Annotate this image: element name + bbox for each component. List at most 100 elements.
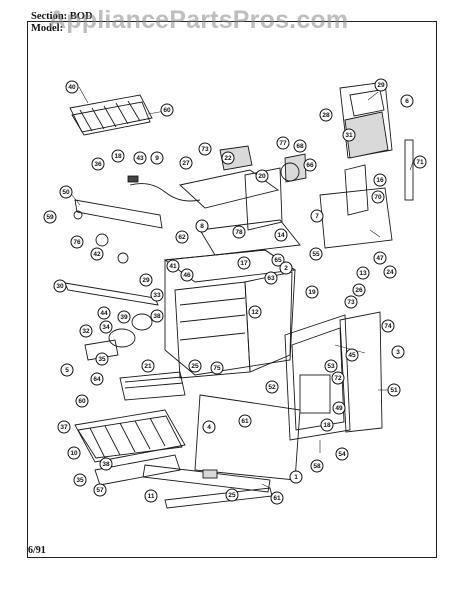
callout-number: 25: [228, 492, 236, 499]
oven-cavity: [163, 219, 301, 379]
callout-bubble: 36: [91, 157, 105, 171]
callout-number: 4: [207, 424, 211, 431]
callout-bubble: 4: [202, 420, 216, 434]
callout-circle: [65, 80, 79, 94]
callout-circle: [270, 491, 284, 505]
callout-number: 22: [224, 155, 232, 162]
callout-circle: [279, 261, 293, 275]
callout-bubble: 58: [310, 459, 324, 473]
callout-circle: [57, 420, 71, 434]
callout-bubble: 25: [188, 359, 202, 373]
callout-circle: [139, 273, 153, 287]
callout-number: 62: [178, 234, 186, 241]
callout-bubble: 61: [270, 491, 284, 505]
callout-number: 14: [277, 232, 285, 239]
callout-number: 70: [374, 194, 382, 201]
callout-bubble: 73: [344, 295, 358, 309]
callout-number: 58: [313, 463, 321, 470]
callout-bubble: 5: [60, 363, 74, 377]
callout-number: 33: [153, 292, 161, 299]
callout-number: 3: [396, 349, 400, 356]
callout-number: 10: [70, 450, 78, 457]
callout-circle: [274, 228, 288, 242]
callout-circle: [150, 309, 164, 323]
callout-number: 43: [136, 155, 144, 162]
model-heading: Model:: [31, 23, 64, 34]
callout-circle: [99, 320, 113, 334]
callout-number: 21: [144, 363, 152, 370]
callout-circle: [225, 488, 239, 502]
callout-bubble: 59: [43, 210, 57, 224]
watermark: AppliancePartsPros.com: [48, 6, 349, 34]
callout-number: 47: [376, 255, 384, 262]
callout-circle: [111, 149, 125, 163]
callout-bubble: 33: [150, 288, 164, 302]
callout-circle: [310, 459, 324, 473]
callout-bubble: 53: [324, 359, 338, 373]
callout-number: 6: [405, 98, 409, 105]
section-heading: Section: BOD: [31, 11, 93, 22]
callout-bubble: 28: [319, 108, 333, 122]
callout-number: 41: [169, 263, 177, 270]
callout-circle: [43, 210, 57, 224]
callout-number: 59: [46, 214, 54, 221]
broil-element-parts: [84, 313, 186, 401]
callout-bubble: 21: [141, 359, 155, 373]
callout-circle: [141, 359, 155, 373]
callout-bubble: 14: [274, 228, 288, 242]
callout-bubble: 54: [335, 447, 349, 461]
callout-circle: [179, 156, 193, 170]
callout-circle: [160, 103, 174, 117]
callout-number: 66: [306, 162, 314, 169]
callout-circle: [383, 265, 397, 279]
callout-bubble: 62: [175, 230, 189, 244]
callout-bubble: 18: [320, 418, 334, 432]
callout-number: 12: [251, 309, 259, 316]
callout-number: 30: [56, 283, 64, 290]
callout-bubble: 70: [371, 190, 385, 204]
callout-circle: [344, 295, 358, 309]
callout-bubble: 7: [310, 209, 324, 223]
callout-circle: [188, 359, 202, 373]
callout-number: 45: [348, 352, 356, 359]
callout-circle: [373, 251, 387, 265]
callout-number: 26: [355, 287, 363, 294]
callout-number: 13: [359, 270, 367, 277]
callout-bubble: 71: [413, 155, 427, 169]
callout-circle: [198, 142, 212, 156]
callout-number: 20: [258, 173, 266, 180]
callout-number: 60: [163, 107, 171, 114]
callout-bubble: 61: [238, 414, 252, 428]
callout-bubble: 35: [73, 473, 87, 487]
callout-bubble: 65: [271, 253, 285, 267]
callout-circle: [335, 447, 349, 461]
callout-bubble: 8: [195, 219, 209, 233]
callout-circle: [255, 169, 269, 183]
callout-bubble: 10: [67, 446, 81, 460]
callout-number: 24: [386, 269, 394, 276]
callout-number: 28: [322, 112, 330, 119]
callout-number: 25: [191, 363, 199, 370]
callout-circle: [248, 305, 262, 319]
callout-circle: [59, 185, 73, 199]
callout-number: 11: [148, 493, 155, 500]
callout-circle: [310, 209, 324, 223]
callout-circle: [210, 361, 224, 375]
callout-bubble: 11: [144, 489, 158, 503]
callout-number: 29: [142, 277, 150, 284]
callout-number: 75: [213, 365, 221, 372]
callout-bubble: 76: [70, 235, 84, 249]
callout-bubble: 63: [264, 271, 278, 285]
callout-bubble: 39: [117, 310, 131, 324]
callout-number: 51: [390, 387, 398, 394]
callout-circle: [238, 414, 252, 428]
callout-bubble: 22: [221, 151, 235, 165]
callout-number: 19: [308, 289, 316, 296]
callout-circle: [331, 371, 345, 385]
callout-bubble: 74: [381, 319, 395, 333]
callout-circle: [413, 155, 427, 169]
callout-circle: [303, 158, 317, 172]
callout-bubble: 40: [65, 80, 79, 94]
callout-bubble: 43: [133, 151, 147, 165]
